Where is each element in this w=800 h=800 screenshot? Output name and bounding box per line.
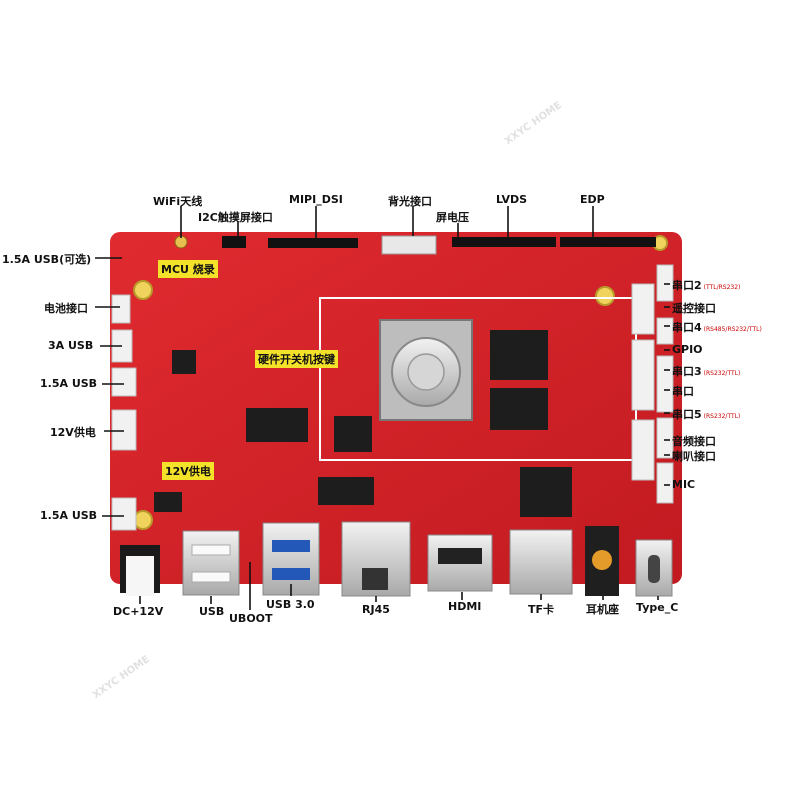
label-mipi: MIPI_DSI [289,193,343,206]
label-uart-extra: 串口 [672,385,694,398]
label-uart3: 串口3(RS232/TTL) [672,365,741,378]
label-remote: 遥控接口 [672,302,716,315]
label-lvds: LVDS [496,193,528,206]
label-mic: MIC [672,478,696,491]
label-usb-15a-mid: 1.5A USB [40,377,98,390]
label-screen-voltage: 屏电压 [436,211,469,224]
label-usb-15a-low: 1.5A USB [40,509,98,522]
label-usb3: USB 3.0 [266,598,315,611]
label-edp: EDP [580,193,605,206]
label-uart5: 串口5(RS232/TTL) [672,408,741,421]
power-12v-tag: 12V供电 [162,462,214,480]
leader-lines [95,206,670,610]
label-12v-power: 12V供电 [50,426,96,439]
ram-chips [334,330,548,452]
mcu-burn-tag: MCU 烧录 [158,260,218,278]
label-tf: TF卡 [528,603,555,616]
label-wifi: WiFi天线 [153,195,203,208]
label-usb-optional: 1.5A USB(可选) [2,253,92,266]
label-uart2: 串口2(TTL/RS232) [672,279,741,292]
label-battery: 电池接口 [44,302,88,315]
label-backlight: 背光接口 [388,195,432,208]
label-usb-bottom: USB [199,605,225,618]
label-rj45: RJ45 [362,603,390,616]
soc-heatsink [379,319,473,421]
label-uboot: UBOOT [229,612,273,625]
label-dc-12v: DC+12V [113,605,164,618]
label-i2c: I2C触摸屏接口 [198,211,273,224]
label-audio: 音频接口 [672,435,716,448]
bottom-ports [120,521,673,597]
top-connectors [174,235,656,255]
right-side-connectors [631,264,674,504]
label-speaker: 喇叭接口 [672,450,716,463]
label-hdmi: HDMI [448,600,482,613]
label-typec: Type_C [636,601,679,614]
label-gpio: GPIO [672,343,703,356]
power-switch-tag: 硬件开关机按键 [255,350,338,368]
ic-chips [154,350,572,517]
label-usb-3a: 3A USB [48,339,94,352]
label-earphone: 耳机座 [586,603,619,616]
label-uart4: 串口4(RS485/RS232/TTL) [672,321,762,334]
